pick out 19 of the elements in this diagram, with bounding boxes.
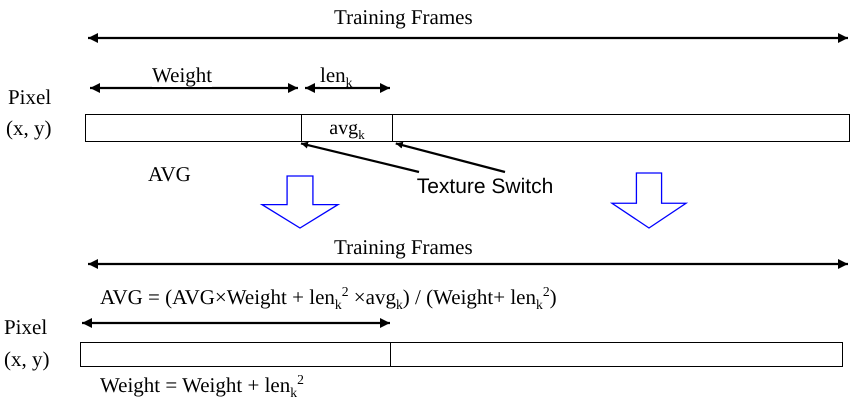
bar-segment [390, 342, 843, 367]
segment-label: avg$_{k}$ [329, 116, 365, 140]
axis-label: (x, y) [4, 348, 50, 372]
bar-segment [85, 114, 302, 142]
dimension-label: Weight [152, 64, 212, 88]
axis-label: (x, y) [6, 117, 52, 140]
dimension-label: len$_{k}$ [320, 64, 352, 88]
bar-segment [392, 114, 850, 142]
leader-line [395, 142, 506, 174]
formula: AVG = (AVG×Weight + len$_{k}$$^{2}$ ×avg$_{k}$) / (Weight+ len$_{k}$$^{2}$) [100, 286, 557, 310]
callout-text: Texture Switch [385, 172, 585, 202]
axis-label: Pixel [4, 316, 48, 340]
axis-label: Training Frames [334, 236, 473, 260]
bar-segment [80, 342, 391, 367]
axis-label: Training Frames [334, 6, 473, 30]
axis-label: Pixel [8, 86, 52, 110]
bar-segment [301, 114, 393, 142]
leader-line [300, 142, 420, 174]
caption: AVG [148, 163, 191, 186]
